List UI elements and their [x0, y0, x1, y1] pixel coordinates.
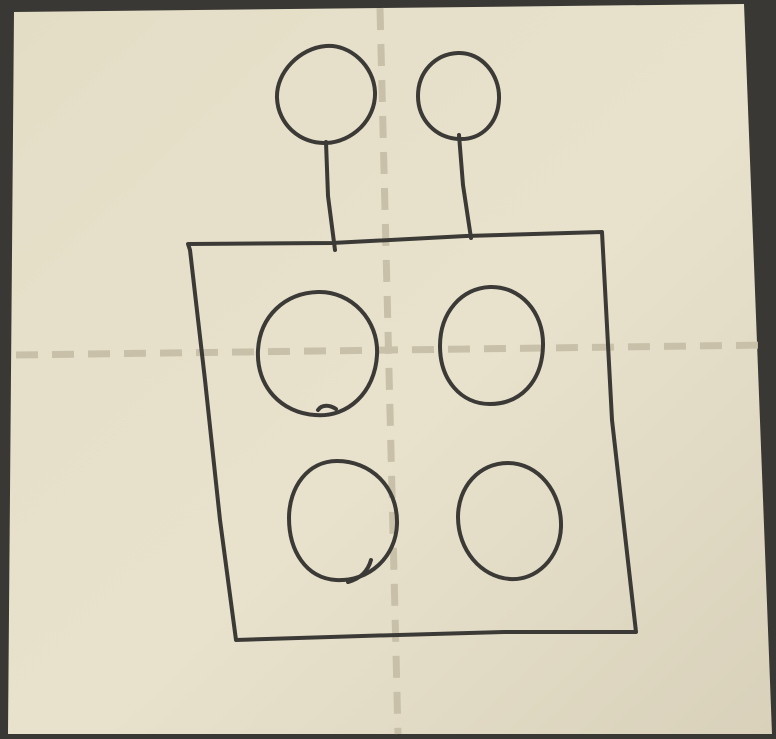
- photo: [0, 0, 776, 739]
